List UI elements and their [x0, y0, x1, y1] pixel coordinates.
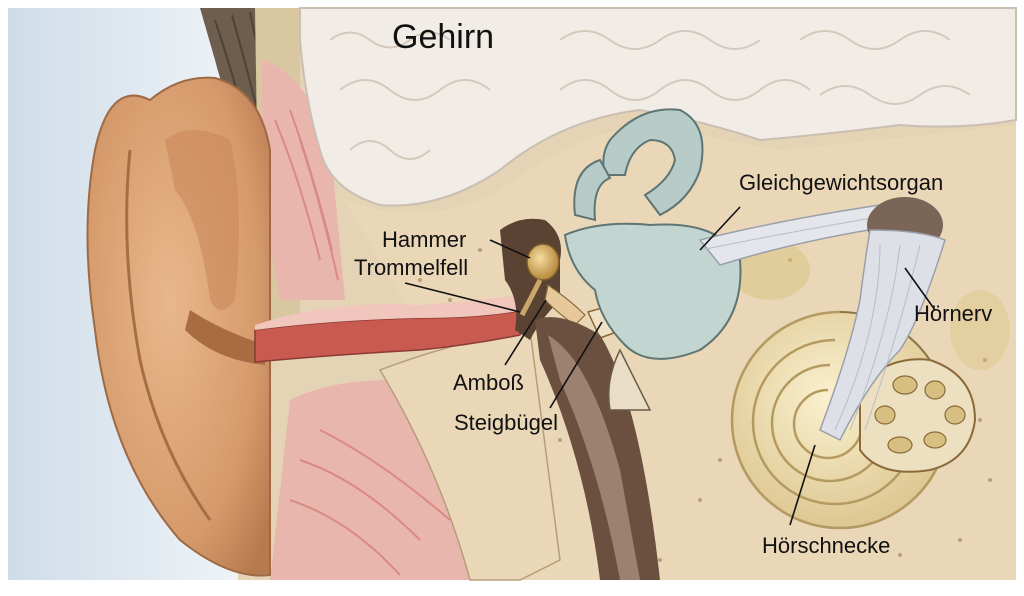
label-steigbuegel: Steigbügel	[454, 410, 558, 435]
label-hoernerv: Hörnerv	[914, 301, 993, 326]
hammer-bone	[526, 243, 560, 281]
title-gehirn: Gehirn	[392, 18, 495, 56]
label-gleichgewichtsorgan: Gleichgewichtsorgan	[739, 170, 944, 195]
vestibule	[563, 222, 742, 360]
ear-canal	[254, 309, 526, 363]
label-hammer: Hammer	[382, 227, 467, 252]
label-amboss: Amboß	[453, 370, 524, 395]
semicircular-canals	[602, 108, 704, 217]
soft-tissue-upper	[262, 60, 345, 300]
label-hoerschnecke: Hörschnecke	[762, 533, 891, 558]
bone-lower-wedge	[378, 329, 561, 581]
leader-lines	[404, 206, 936, 526]
label-trommelfell: Trommelfell	[354, 255, 469, 280]
brain	[299, 7, 1017, 207]
